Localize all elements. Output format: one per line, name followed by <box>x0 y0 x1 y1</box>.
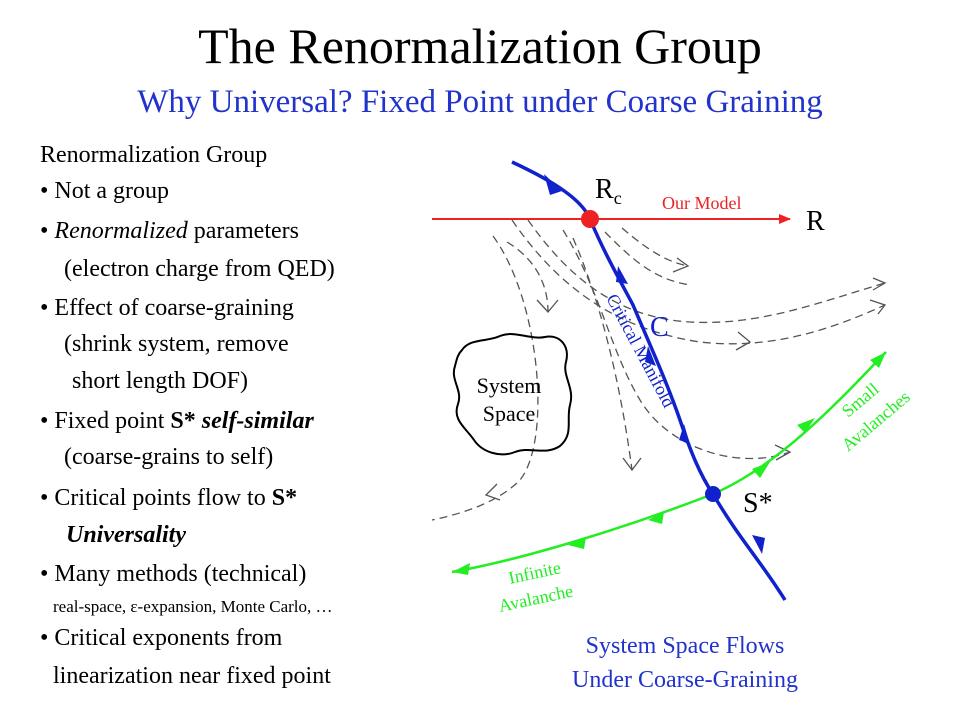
bullet-exponents: • Critical exponents from <box>40 623 282 653</box>
arrow-icon <box>752 535 765 554</box>
rc-label: Rc <box>595 174 622 208</box>
bullet-not-a-group: • Not a group <box>40 176 169 206</box>
bullet-coarse-graining: • Effect of coarse-graining <box>40 293 294 323</box>
fixed-point-s-star <box>705 486 721 502</box>
flow-line <box>562 229 791 460</box>
bullet-subtext: short length DOF) <box>72 368 248 394</box>
bullet-bold: S* <box>271 485 298 511</box>
bullet-critical-flow: • Critical points flow to S* <box>40 483 297 513</box>
bullet-text: Not a group <box>54 178 170 204</box>
chevron-icon <box>484 483 501 501</box>
caption-line1: System Space Flows <box>585 633 785 659</box>
arrow-icon <box>752 462 770 478</box>
r-axis-label: R <box>806 206 825 237</box>
space-label-line2: Space <box>483 401 536 426</box>
arrow-icon <box>452 563 470 575</box>
chevron-icon <box>872 277 887 291</box>
bullet-methods: • Many methods (technical) <box>40 559 306 589</box>
system-space-blob <box>452 333 573 456</box>
caption-line2: Under Coarse-Graining <box>572 667 798 693</box>
slide-subtitle: Why Universal? Fixed Point under Coarse … <box>137 84 823 120</box>
bullet-marker: • <box>40 625 49 651</box>
bullet-marker: • <box>40 218 49 244</box>
arrow-icon <box>616 266 628 284</box>
arrow-icon <box>648 512 664 524</box>
space-label-line1: System <box>477 373 542 398</box>
bullet-marker: • <box>40 485 49 511</box>
bullet-text: Many methods (technical) <box>54 561 307 587</box>
chevron-icon <box>536 299 559 313</box>
bullet-fixed-point: • Fixed point S* self-similar <box>40 406 314 436</box>
flow-line <box>604 231 691 286</box>
slide-title: The Renormalization Group <box>198 18 762 74</box>
flow-line <box>511 219 886 345</box>
model-label: Our Model <box>662 193 742 213</box>
chevron-icon <box>869 299 887 315</box>
c-label: C <box>650 312 669 343</box>
bullet-subtext: (shrink system, remove <box>64 331 289 357</box>
list-heading: Renormalization Group <box>40 142 268 168</box>
s-star-label: S* <box>743 488 773 519</box>
bullet-marker: • <box>40 295 49 321</box>
bullet-marker: • <box>40 408 49 434</box>
rc-point <box>581 210 599 228</box>
flow-line <box>621 227 689 267</box>
chevron-icon <box>672 257 690 273</box>
chevron-icon <box>622 457 642 472</box>
bullet-bold-emphasis: self-similar <box>195 408 314 434</box>
bullet-emphasis: Renormalized <box>54 218 188 244</box>
bullet-marker: • <box>40 178 49 204</box>
flow-line <box>572 237 633 471</box>
critical-manifold-label: Critical Manifold <box>602 290 679 410</box>
bullet-text: Critical exponents from <box>54 625 283 651</box>
bullet-text: Fixed point <box>54 408 171 434</box>
arrow-icon <box>544 174 562 195</box>
flow-line <box>506 241 549 313</box>
chevron-icon <box>774 444 792 461</box>
bullet-text: parameters <box>187 218 299 244</box>
flow-line <box>527 219 886 324</box>
flow-chevrons <box>484 257 887 501</box>
bullet-text: Critical points flow to <box>54 485 272 511</box>
arrow-icon <box>870 352 886 368</box>
arrow-icon <box>568 537 586 549</box>
bullet-marker: • <box>40 561 49 587</box>
chevron-icon <box>735 331 752 351</box>
bullet-text: Effect of coarse-graining <box>54 295 294 321</box>
infinite-avalanche-line2: Avalanche <box>497 581 575 616</box>
bullet-subtext: (electron charge from QED) <box>64 256 335 282</box>
bullet-subtext: linearization near fixed point <box>53 663 331 689</box>
bullet-universality: Universality <box>66 522 186 548</box>
flow-lines-gray <box>431 219 886 521</box>
bullet-renormalized: • Renormalized parameters <box>40 216 299 246</box>
bullet-subtext: (coarse-grains to self) <box>64 444 274 470</box>
arrow-icon <box>679 424 690 444</box>
arrow-icon <box>645 346 656 366</box>
bullet-subtext-small: real-space, ε-expansion, Monte Carlo, … <box>53 597 333 616</box>
blue-arrows <box>544 174 765 554</box>
green-arrows <box>452 352 886 575</box>
bullet-bold: S* <box>170 408 196 434</box>
arrow-icon <box>797 418 815 433</box>
